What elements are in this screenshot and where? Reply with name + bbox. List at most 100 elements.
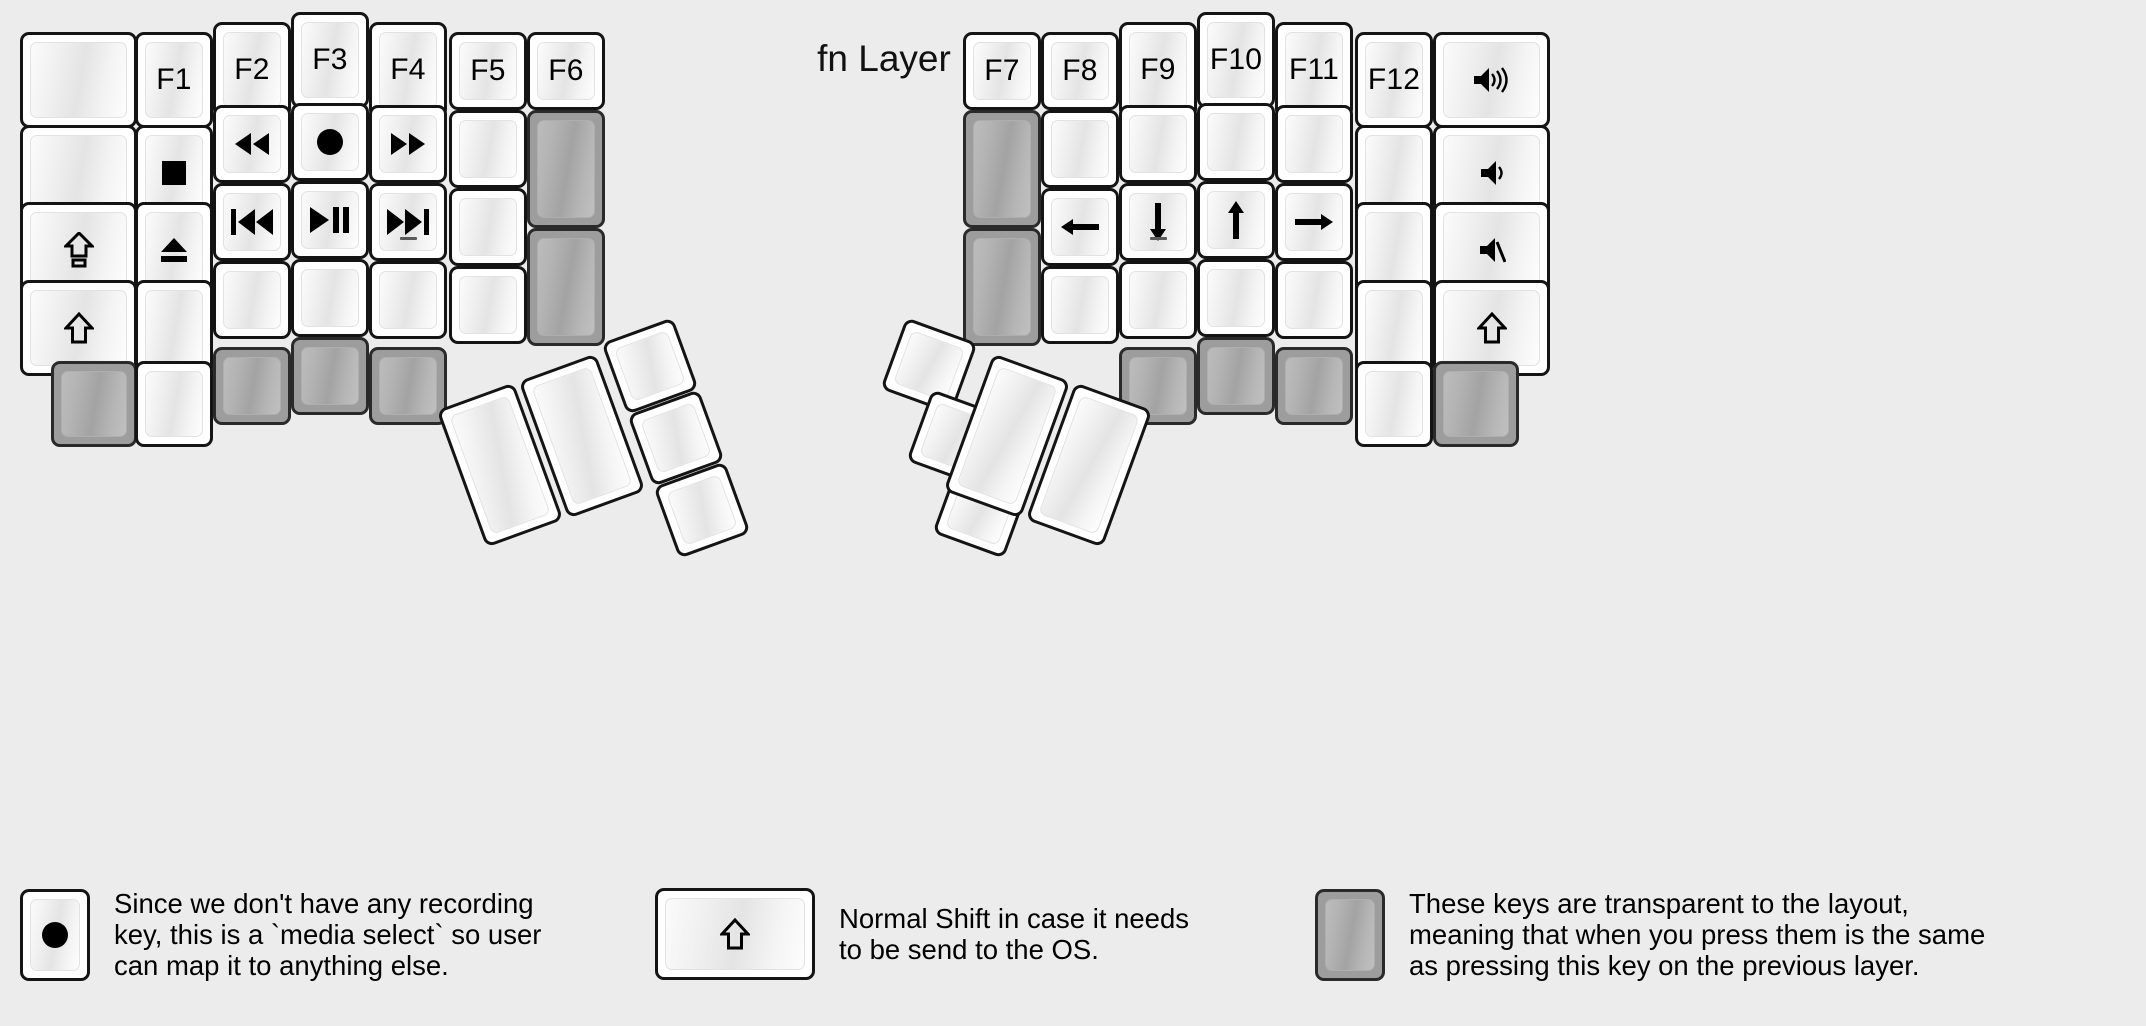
keycap-face bbox=[1051, 198, 1109, 256]
key-left-c3-r2-rewind[interactable] bbox=[213, 105, 291, 183]
key-left-c2-r5[interactable] bbox=[135, 361, 213, 447]
key-left-c2-r1-f1[interactable]: F1 bbox=[135, 32, 213, 128]
keycap-face bbox=[1129, 271, 1187, 329]
key-left-c5-r5-transparent[interactable] bbox=[369, 347, 447, 425]
key-right-c4-r5-transparent[interactable] bbox=[1197, 337, 1275, 415]
keycap-face bbox=[1285, 32, 1343, 108]
legend-item-2: Normal Shift in case it needs to be send… bbox=[655, 888, 1189, 980]
key-right-c1-r1-f7[interactable]: F7 bbox=[963, 32, 1041, 110]
key-right-c2-r3-left-arrow[interactable] bbox=[1041, 188, 1119, 266]
keycap-face bbox=[459, 276, 517, 334]
key-right-c1-r3-transparent[interactable] bbox=[963, 228, 1041, 346]
key-left-c2-r4[interactable] bbox=[135, 280, 213, 376]
keycap-face bbox=[1443, 135, 1540, 211]
keycap-face bbox=[145, 42, 203, 118]
legend-description-1: Since we don't have any recording key, t… bbox=[114, 888, 542, 982]
keycap-face bbox=[379, 193, 437, 251]
key-left-c4-r1-f3[interactable]: F3 bbox=[291, 12, 369, 108]
legend-item-3: These keys are transparent to the layout… bbox=[1315, 888, 1985, 981]
key-right-c7-r4-shift[interactable] bbox=[1433, 280, 1550, 376]
key-left-c6-r3[interactable] bbox=[449, 188, 527, 266]
key-left-c7-r2-transparent[interactable] bbox=[527, 110, 605, 228]
key-right-c6-r1-f12[interactable]: F12 bbox=[1355, 32, 1433, 128]
keycap-face bbox=[537, 42, 595, 100]
keycap-face bbox=[973, 120, 1031, 218]
key-right-c5-r3-right-arrow[interactable] bbox=[1275, 183, 1353, 261]
key-right-c4-r1-f10[interactable]: F10 bbox=[1197, 12, 1275, 108]
keycap-face bbox=[61, 371, 127, 437]
keycap-face bbox=[1207, 22, 1265, 98]
legend-item-1: Since we don't have any recording key, t… bbox=[20, 888, 541, 981]
keycap-face bbox=[379, 357, 437, 415]
key-left-c3-r5-transparent[interactable] bbox=[213, 347, 291, 425]
key-right-c3-r4[interactable] bbox=[1119, 261, 1197, 339]
key-right-c4-r4[interactable] bbox=[1197, 259, 1275, 337]
keycap-face bbox=[459, 198, 517, 256]
keycap-face bbox=[1051, 120, 1109, 178]
key-left-c7-r3-transparent[interactable] bbox=[527, 228, 605, 346]
legend-sample-key-1 bbox=[20, 888, 90, 981]
keycap-face bbox=[1365, 371, 1423, 437]
keycap-face bbox=[614, 330, 686, 402]
key-right-c5-r5-transparent[interactable] bbox=[1275, 347, 1353, 425]
keycap-face bbox=[1129, 115, 1187, 173]
key-right-c2-r1-f8[interactable]: F8 bbox=[1041, 32, 1119, 110]
keycap-face bbox=[1443, 42, 1540, 118]
legend-panel bbox=[6, 862, 2140, 1020]
key-left-c5-r3-next-track[interactable] bbox=[369, 183, 447, 261]
key-right-c3-r5-transparent[interactable] bbox=[1119, 347, 1197, 425]
key-right-c5-r2[interactable] bbox=[1275, 105, 1353, 183]
key-right-c2-r2[interactable] bbox=[1041, 110, 1119, 188]
key-left-c4-r5-transparent[interactable] bbox=[291, 337, 369, 415]
key-right-c4-r2[interactable] bbox=[1197, 103, 1275, 181]
key-right-c2-r4[interactable] bbox=[1041, 266, 1119, 344]
key-left-c6-r2[interactable] bbox=[449, 110, 527, 188]
key-right-c6-r5[interactable] bbox=[1355, 361, 1433, 447]
keycap-face bbox=[223, 115, 281, 173]
key-left-c5-r4[interactable] bbox=[369, 261, 447, 339]
key-right-c5-r4[interactable] bbox=[1275, 261, 1353, 339]
key-left-c4-r3-play-pause[interactable] bbox=[291, 181, 369, 259]
key-left-c4-r2-record[interactable] bbox=[291, 103, 369, 181]
key-left-c5-r1-f4[interactable]: F4 bbox=[369, 22, 447, 118]
key-left-c7-r1-f6[interactable]: F6 bbox=[527, 32, 605, 110]
keycap-face bbox=[301, 269, 359, 327]
key-right-c7-r1-volume-up[interactable] bbox=[1433, 32, 1550, 128]
keycap-face bbox=[893, 330, 965, 402]
keycap-face bbox=[223, 271, 281, 329]
keycap-face bbox=[1325, 898, 1375, 971]
key-right-c4-r3-up-arrow[interactable] bbox=[1197, 181, 1275, 259]
key-left-c3-r3-prev-track[interactable] bbox=[213, 183, 291, 261]
keycap-face bbox=[1207, 113, 1265, 171]
keycap-face bbox=[1051, 276, 1109, 334]
keycap-face bbox=[145, 212, 203, 288]
key-right-c5-r1-f11[interactable]: F11 bbox=[1275, 22, 1353, 118]
page-title: fn Layer bbox=[817, 38, 951, 79]
legend-description-3: These keys are transparent to the layout… bbox=[1409, 888, 1986, 982]
keycap-face bbox=[30, 212, 127, 288]
key-left-c3-r1-f2[interactable]: F2 bbox=[213, 22, 291, 118]
key-left-c4-r4[interactable] bbox=[291, 259, 369, 337]
key-right-c3-r3-down-arrow[interactable] bbox=[1119, 183, 1197, 261]
key-left-c6-r1-f5[interactable]: F5 bbox=[449, 32, 527, 110]
homing-bar bbox=[400, 237, 417, 240]
keycap-face bbox=[537, 120, 595, 218]
keycap-face bbox=[223, 193, 281, 251]
key-left-c5-r2-fast-forward[interactable] bbox=[369, 105, 447, 183]
key-left-c1-r5-transparent[interactable] bbox=[51, 361, 137, 447]
legend-sample-key-2 bbox=[655, 888, 815, 980]
key-right-c3-r2[interactable] bbox=[1119, 105, 1197, 183]
key-left-c3-r4[interactable] bbox=[213, 261, 291, 339]
keycap-face bbox=[145, 371, 203, 437]
key-right-c1-r2-transparent[interactable] bbox=[963, 110, 1041, 228]
key-left-c6-r4[interactable] bbox=[449, 266, 527, 344]
keycap-face bbox=[1365, 212, 1423, 288]
key-left-c1-r1[interactable] bbox=[20, 32, 137, 128]
key-right-c7-r5-transparent[interactable] bbox=[1433, 361, 1519, 447]
keycap-face bbox=[1443, 212, 1540, 288]
keycap-face bbox=[1129, 357, 1187, 415]
keycap-face bbox=[1285, 193, 1343, 251]
key-right-c3-r1-f9[interactable]: F9 bbox=[1119, 22, 1197, 118]
legend-sample-key-3 bbox=[1315, 888, 1385, 981]
